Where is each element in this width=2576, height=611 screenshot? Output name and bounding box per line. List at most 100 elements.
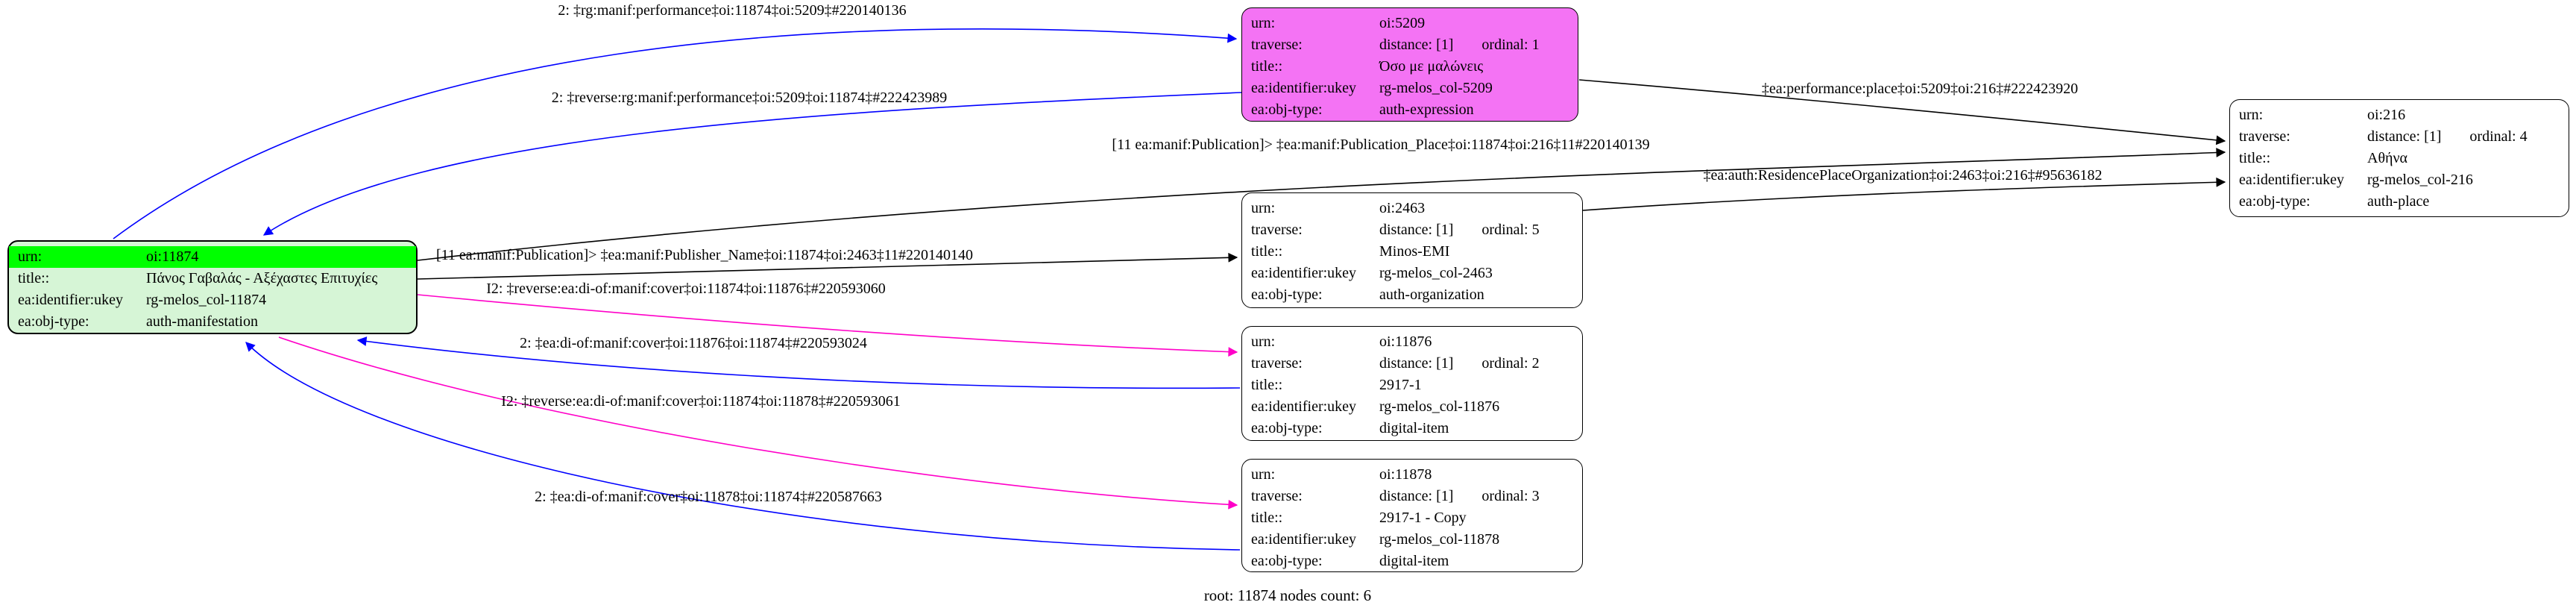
row-value: Πάνος Γαβαλάς - Αξέχαστες Επιτυχίες	[146, 270, 378, 286]
node-row: urn: oi:5209	[1242, 13, 1578, 34]
row-value: auth-expression	[1379, 101, 1474, 118]
row-key: urn:	[1251, 333, 1276, 350]
row-value-ordinal: ordinal: 1	[1481, 37, 1540, 53]
row-value: distance: [1]	[1379, 37, 1454, 53]
row-key: title::	[18, 270, 50, 286]
row-value: distance: [1]	[1379, 222, 1454, 238]
edge-ea-performance-place	[1578, 79, 2226, 145]
row-key: ea:identifier:ukey	[2239, 172, 2345, 188]
node-row: traverse: distance: [1] ordinal: 4	[2230, 126, 2569, 148]
row-key: title::	[1251, 58, 1283, 75]
node-oi-216[interactable]: urn: oi:216 traverse: distance: [1] ordi…	[2229, 99, 2569, 217]
row-value: Minos-EMI	[1379, 243, 1450, 260]
row-value: Όσο με μαλώνεις	[1379, 58, 1484, 75]
node-row: ea:obj-type: auth-organization	[1242, 284, 1582, 306]
node-row: ea:identifier:ukey rg-melos_col-11874	[9, 289, 416, 311]
node-row: traverse: distance: [1] ordinal: 3	[1242, 486, 1582, 507]
row-value-ordinal: ordinal: 5	[1481, 222, 1540, 238]
edge-label: I2: ‡reverse:ea:di-of:manif:cover‡oi:118…	[486, 281, 886, 297]
row-key: traverse:	[1251, 222, 1303, 238]
edge-label: 2: ‡ea:di-of:manif:cover‡oi:11876‡oi:118…	[520, 335, 867, 351]
node-row: title:: 2917-1	[1242, 375, 1582, 396]
row-key: ea:obj-type:	[1251, 553, 1323, 569]
row-value: Αθήνα	[2367, 150, 2408, 166]
edge-label: ‡ea:performance:place‡oi:5209‡oi:216‡#22…	[1761, 81, 2079, 97]
node-row: ea:obj-type: digital-item	[1242, 418, 1582, 439]
edge-label: [11 ea:manif:Publication]> ‡ea:manif:Pub…	[1112, 137, 1650, 153]
edge-ea-di-of-manif-cover-11876	[356, 336, 1241, 389]
row-value: digital-item	[1379, 420, 1449, 436]
node-row: ea:obj-type: auth-manifestation	[9, 311, 416, 333]
row-key: ea:identifier:ukey	[1251, 531, 1357, 548]
node-row: title:: 2917-1 - Copy	[1242, 507, 1582, 529]
row-key: ea:obj-type:	[1251, 101, 1323, 118]
edge-rg-manif-performance	[113, 28, 1238, 239]
row-value: 2917-1 - Copy	[1379, 510, 1467, 526]
row-key: urn:	[1251, 466, 1276, 483]
row-value: distance: [1]	[1379, 488, 1454, 504]
node-row: urn: oi:11878	[1242, 464, 1582, 486]
row-key: urn:	[2239, 107, 2264, 123]
row-key: traverse:	[1251, 488, 1303, 504]
row-value: rg-melos_col-11878	[1379, 531, 1500, 548]
edge-label: [11 ea:manif:Publication]> ‡ea:manif:Pub…	[435, 247, 974, 263]
node-row: title:: Πάνος Γαβαλάς - Αξέχαστες Επιτυχ…	[9, 268, 416, 289]
row-key: urn:	[1251, 15, 1276, 31]
row-value: auth-manifestation	[146, 313, 258, 330]
row-value: auth-place	[2367, 193, 2430, 210]
row-value: distance: [1]	[2367, 128, 2442, 145]
row-value-ordinal: ordinal: 4	[2469, 128, 2528, 145]
node-oi-5209[interactable]: urn: oi:5209 traverse: distance: [1] ord…	[1241, 7, 1578, 122]
row-value: auth-organization	[1379, 286, 1484, 303]
edge-ea-di-of-manif-cover-11878	[245, 342, 1241, 551]
row-key: title::	[1251, 243, 1283, 260]
node-row: title:: Αθήνα	[2230, 148, 2569, 169]
row-value: oi:11876	[1379, 333, 1432, 350]
edge-label: ‡ea:auth:ResidencePlaceOrganization‡oi:2…	[1703, 167, 2103, 184]
node-row: urn: oi:11874	[9, 246, 416, 268]
row-value: oi:11878	[1379, 466, 1432, 483]
row-value-ordinal: ordinal: 2	[1481, 355, 1540, 372]
edge-reverse-ea-di-of-manif-cover-11876	[417, 294, 1238, 357]
node-oi-2463[interactable]: urn: oi:2463 traverse: distance: [1] ord…	[1241, 192, 1583, 308]
row-value: rg-melos_col-11874	[146, 292, 267, 308]
edge-label: I2: ‡reverse:ea:di-of:manif:cover‡oi:118…	[501, 393, 901, 410]
edge-label: 2: ‡reverse:rg:manif:performance‡oi:5209…	[551, 90, 948, 106]
node-row: title:: Όσο με μαλώνεις	[1242, 56, 1578, 78]
node-row: traverse: distance: [1] ordinal: 5	[1242, 219, 1582, 241]
node-row: urn: oi:216	[2230, 104, 2569, 126]
row-key: ea:obj-type:	[1251, 420, 1323, 436]
row-value: rg-melos_col-5209	[1379, 80, 1493, 96]
edge-reverse-rg-manif-performance	[262, 92, 1242, 236]
row-key: ea:obj-type:	[2239, 193, 2311, 210]
row-key: ea:identifier:ukey	[1251, 265, 1357, 281]
edge-reverse-ea-di-of-manif-cover-11878	[278, 336, 1238, 510]
row-value: oi:5209	[1379, 15, 1426, 31]
row-value: rg-melos_col-2463	[1379, 265, 1493, 281]
row-key: ea:obj-type:	[1251, 286, 1323, 303]
row-key: traverse:	[2239, 128, 2290, 145]
graph-caption: root: 11874 nodes count: 6	[1203, 586, 1372, 604]
row-value: oi:216	[2367, 107, 2406, 123]
row-key: title::	[1251, 510, 1283, 526]
edge-label: 2: ‡rg:manif:performance‡oi:11874‡oi:520…	[558, 2, 907, 19]
row-value: rg-melos_col-216	[2367, 172, 2473, 188]
row-key: ea:identifier:ukey	[1251, 80, 1357, 96]
row-key: ea:obj-type:	[18, 313, 89, 330]
node-row: ea:identifier:ukey rg-melos_col-5209	[1242, 78, 1578, 99]
node-oi-11876[interactable]: urn: oi:11876 traverse: distance: [1] or…	[1241, 326, 1583, 441]
node-row: ea:identifier:ukey rg-melos_col-216	[2230, 169, 2569, 191]
node-oi-11878[interactable]: urn: oi:11878 traverse: distance: [1] or…	[1241, 459, 1583, 572]
node-row: ea:obj-type: auth-expression	[1242, 99, 1578, 121]
row-key: urn:	[18, 248, 42, 265]
row-key: title::	[1251, 377, 1283, 393]
row-value: rg-melos_col-11876	[1379, 398, 1500, 415]
node-row: ea:obj-type: auth-place	[2230, 191, 2569, 213]
row-value: oi:11874	[146, 248, 199, 265]
row-value: oi:2463	[1379, 200, 1426, 216]
row-key: ea:identifier:ukey	[18, 292, 124, 308]
node-oi-11874[interactable]: urn: oi:11874 title:: Πάνος Γαβαλάς - Αξ…	[7, 240, 418, 334]
row-key: urn:	[1251, 200, 1276, 216]
